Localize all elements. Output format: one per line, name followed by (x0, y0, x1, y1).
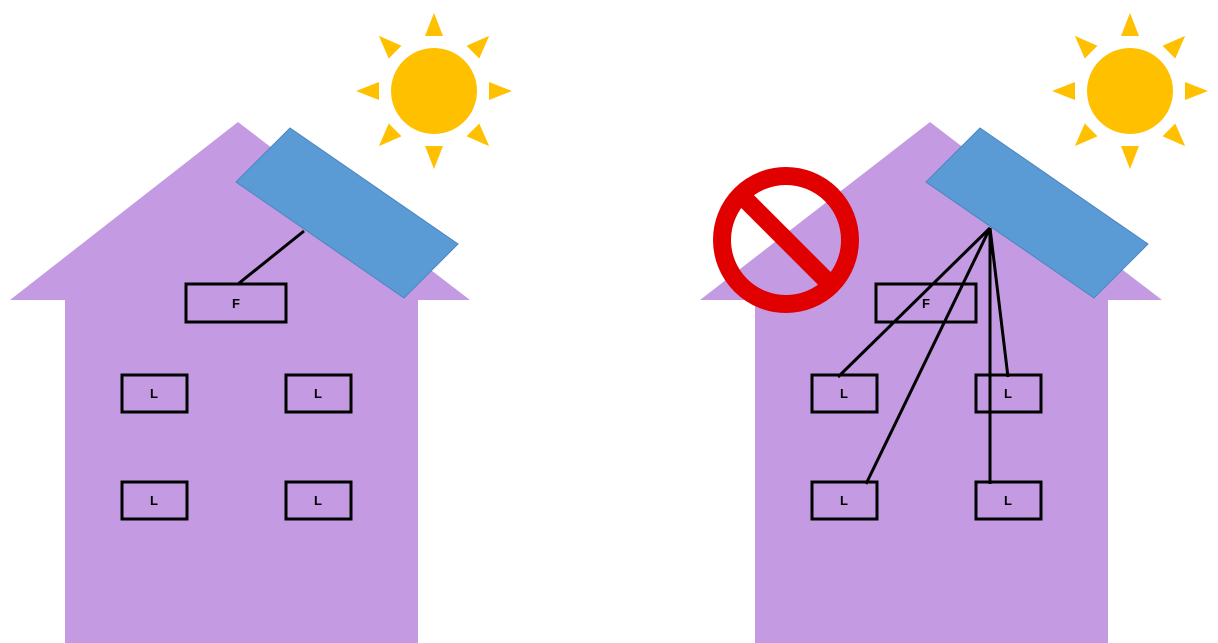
right-load-box-label: L (1004, 386, 1012, 401)
left-load-box-label: L (150, 386, 158, 401)
left-load-box-label: L (150, 493, 158, 508)
left-house: F L L L L (10, 122, 470, 643)
right-load-box-label: L (840, 386, 848, 401)
sun-icon (1052, 13, 1208, 169)
left-load-box-label: L (314, 386, 322, 401)
left-fuse-box-label: F (232, 296, 240, 311)
sun-icon (356, 13, 512, 169)
right-fuse-box-label: F (922, 296, 930, 311)
right-load-box-label: L (840, 493, 848, 508)
right-load-box-label: L (1004, 493, 1012, 508)
left-load-box-label: L (314, 493, 322, 508)
right-house-body (700, 122, 1162, 643)
left-house-body (10, 122, 470, 643)
right-house: F L L L L (700, 122, 1162, 643)
